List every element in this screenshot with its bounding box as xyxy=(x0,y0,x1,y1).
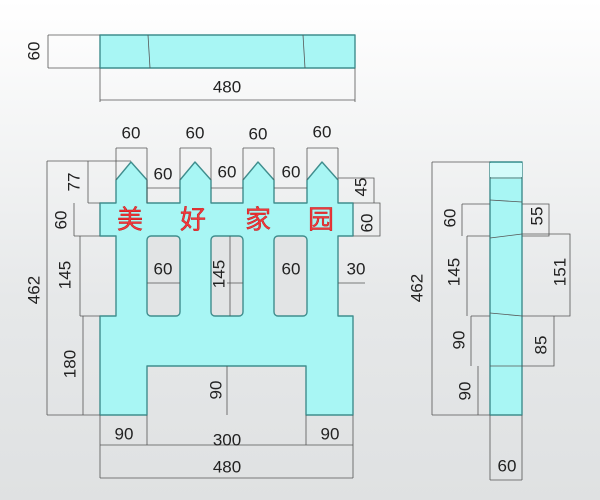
dim-leg-left: 90 xyxy=(115,424,134,443)
top-view-panel xyxy=(99,34,356,69)
dim-right-notch: 30 xyxy=(347,259,366,278)
dim-side-right-1: 55 xyxy=(527,207,546,226)
dim-slot-width-left: 60 xyxy=(154,259,173,278)
side-view-panel xyxy=(489,161,523,416)
dim-picket-3: 60 xyxy=(249,124,268,143)
dim-right-rail: 60 xyxy=(357,214,376,233)
dim-side-thickness: 60 xyxy=(498,456,517,475)
dim-rail-height: 60 xyxy=(51,211,70,230)
dim-picket-2: 60 xyxy=(186,123,205,142)
slogan-char-2: 好 xyxy=(180,206,206,236)
slogan-char-1: 美 xyxy=(117,206,143,236)
dim-gap-2: 60 xyxy=(218,162,237,181)
dim-slot-height-center: 145 xyxy=(209,260,228,288)
dim-gap-1: 60 xyxy=(154,164,173,183)
dim-tip-height: 77 xyxy=(64,173,83,192)
slot-left xyxy=(146,235,181,317)
front-view: 60 60 60 60 60 60 60 77 60 145 180 462 4… xyxy=(24,122,381,479)
dim-side-left-1: 60 xyxy=(440,209,459,228)
dim-slot-height: 145 xyxy=(55,261,74,289)
dim-side-left-3: 90 xyxy=(449,331,468,350)
slot-center xyxy=(210,235,244,317)
slot-right xyxy=(273,235,308,317)
dim-side-left-2: 145 xyxy=(444,258,463,286)
dim-right-tip: 45 xyxy=(351,178,370,197)
side-view: 462 60 145 90 90 55 151 85 60 xyxy=(407,161,571,481)
dim-arch-width: 300 xyxy=(213,430,241,449)
dim-top-width: 480 xyxy=(213,77,241,96)
dim-leg-right: 90 xyxy=(321,424,340,443)
top-view: 60 480 xyxy=(24,34,356,102)
dim-side-total-height: 462 xyxy=(407,274,426,302)
dim-arch-height: 90 xyxy=(206,381,225,400)
dim-base-height: 180 xyxy=(60,350,79,378)
dim-gap-3: 60 xyxy=(282,162,301,181)
dim-total-height: 462 xyxy=(24,276,43,304)
dim-top-height: 60 xyxy=(24,42,43,61)
slogan-char-4: 园 xyxy=(308,206,334,236)
dim-picket-1: 60 xyxy=(122,123,141,142)
dim-side-right-3: 85 xyxy=(531,336,550,355)
dim-side-right-2: 151 xyxy=(550,258,569,286)
dim-slot-width-right: 60 xyxy=(282,259,301,278)
dim-total-width: 480 xyxy=(213,457,241,476)
dim-side-left-4: 90 xyxy=(455,382,474,401)
dim-picket-4: 60 xyxy=(313,122,332,141)
slogan-char-3: 家 xyxy=(245,206,271,236)
